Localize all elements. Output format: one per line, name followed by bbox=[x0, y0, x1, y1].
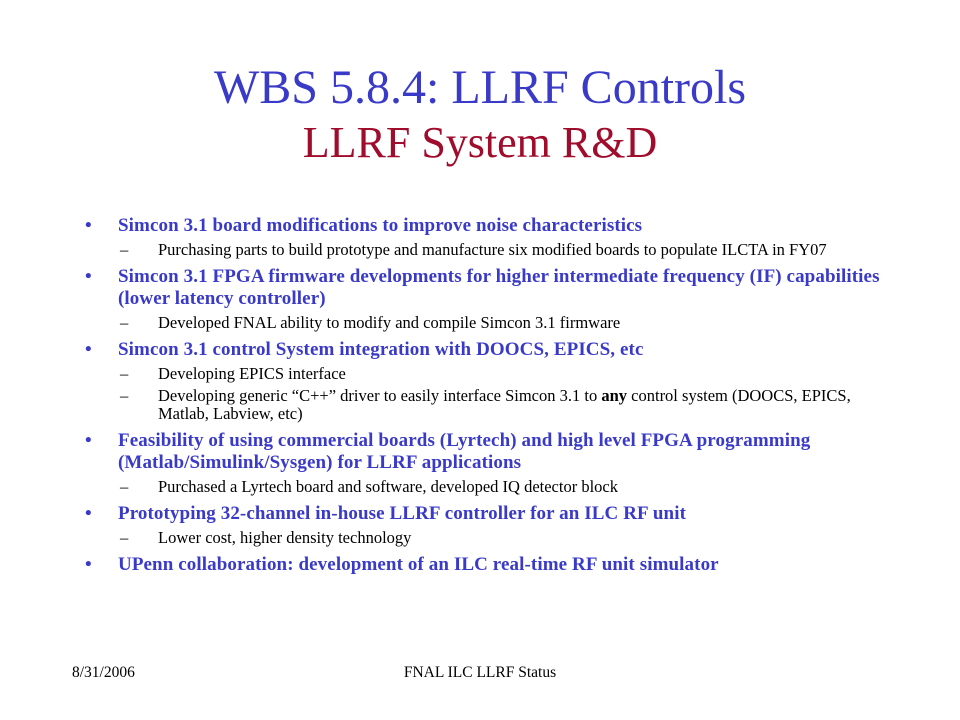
bullet-text: Feasibility of using commercial boards (… bbox=[118, 430, 811, 473]
bullet-item: • Simcon 3.1 board modifications to impr… bbox=[80, 215, 880, 237]
sub-bullet-text: Lower cost, higher density technology bbox=[158, 528, 412, 547]
bullet-glyph: • bbox=[85, 503, 92, 524]
dash-glyph: – bbox=[120, 313, 129, 332]
bullet-text: Prototyping 32-channel in-house LLRF con… bbox=[118, 503, 687, 524]
sub-bullet-text: Purchased a Lyrtech board and software, … bbox=[158, 477, 618, 496]
title-line-2: LLRF System R&D bbox=[302, 117, 658, 167]
bullet-glyph: • bbox=[85, 339, 92, 360]
dash-glyph: – bbox=[120, 386, 129, 405]
slide-title: WBS 5.8.4: LLRF Controls LLRF System R&D bbox=[0, 61, 960, 167]
sub-bullet-item: – Lower cost, higher density technology bbox=[80, 529, 880, 547]
dash-glyph: – bbox=[120, 528, 129, 547]
bullet-item: • Simcon 3.1 control System integration … bbox=[80, 339, 880, 361]
dash-glyph: – bbox=[120, 364, 129, 383]
sub-bullet-text: Developing EPICS interface bbox=[158, 364, 346, 383]
emphasis-text: any bbox=[601, 386, 628, 405]
dash-glyph: – bbox=[120, 477, 129, 496]
title-line-1: WBS 5.8.4: LLRF Controls bbox=[213, 61, 747, 114]
sub-bullet-text-before: Developing generic “C++” driver to easil… bbox=[158, 386, 602, 405]
sub-bullet-item: – Purchasing parts to build prototype an… bbox=[80, 241, 880, 259]
bullet-item: • Prototyping 32-channel in-house LLRF c… bbox=[80, 503, 880, 525]
sub-bullet-item: – Developing generic “C++” driver to eas… bbox=[80, 387, 880, 423]
dash-glyph: – bbox=[120, 240, 129, 259]
bullet-glyph: • bbox=[85, 430, 92, 451]
bullet-list: • Simcon 3.1 board modifications to impr… bbox=[80, 208, 880, 576]
footer-title: FNAL ILC LLRF Status bbox=[403, 664, 557, 681]
sub-bullet-text: Purchasing parts to build prototype and … bbox=[158, 240, 827, 259]
bullet-text: UPenn collaboration: development of an I… bbox=[118, 554, 719, 575]
bullet-item: • Simcon 3.1 FPGA firmware developments … bbox=[80, 266, 880, 310]
sub-bullet-text-after: control system (DOOCS, EPICS, Matlab, La… bbox=[158, 386, 851, 423]
bullet-text: Simcon 3.1 control System integration wi… bbox=[118, 339, 644, 360]
footer-date: 8/31/2006 bbox=[72, 664, 135, 681]
bullet-item: • UPenn collaboration: development of an… bbox=[80, 554, 880, 576]
bullet-text: Simcon 3.1 board modifications to improv… bbox=[118, 215, 643, 236]
bullet-text: Simcon 3.1 FPGA firmware developments fo… bbox=[118, 266, 880, 309]
bullet-glyph: • bbox=[85, 215, 92, 236]
sub-bullet-item: – Purchased a Lyrtech board and software… bbox=[80, 478, 880, 496]
sub-bullet-item: – Developed FNAL ability to modify and c… bbox=[80, 314, 880, 332]
bullet-glyph: • bbox=[85, 554, 92, 575]
bullet-item: • Feasibility of using commercial boards… bbox=[80, 430, 880, 474]
bullet-glyph: • bbox=[85, 266, 92, 287]
sub-bullet-item: – Developing EPICS interface bbox=[80, 365, 880, 383]
sub-bullet-text: Developed FNAL ability to modify and com… bbox=[158, 313, 621, 332]
